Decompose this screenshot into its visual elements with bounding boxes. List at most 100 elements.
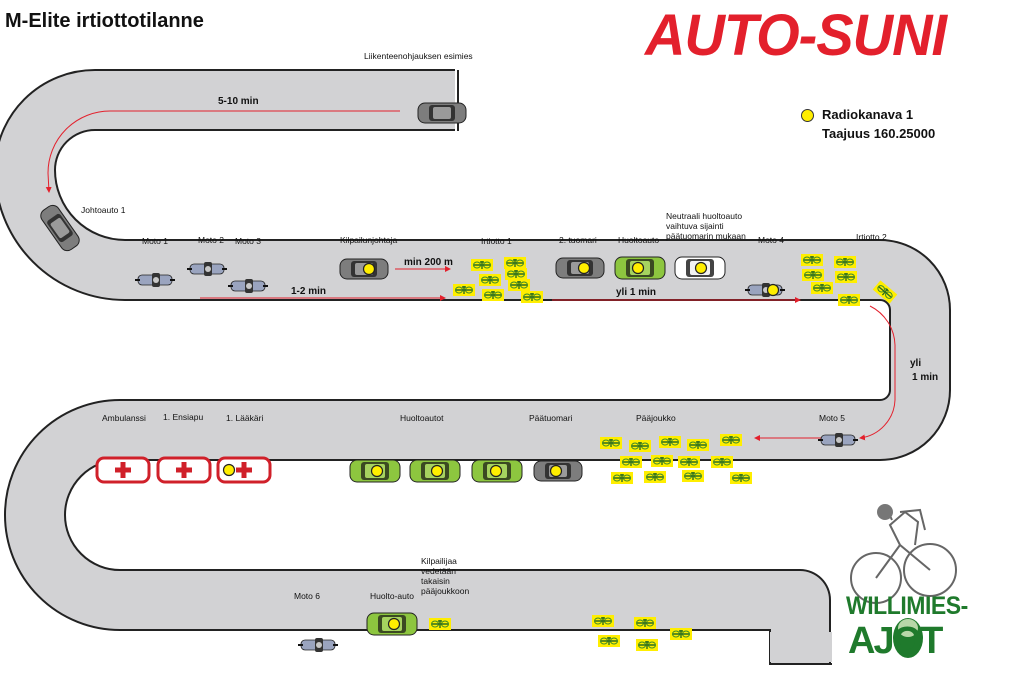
label-moto-1: Moto 1	[142, 236, 168, 246]
cyclist	[507, 278, 531, 292]
cyclist	[681, 469, 705, 483]
label-neutraali-line3: päätuomarin mukaan	[666, 231, 746, 241]
auto-suni-logo: AUTO-SUNI	[645, 1, 947, 68]
label-ambulanssi: Ambulanssi	[102, 413, 146, 423]
label-irtiotto-2: Irtiotto 2	[856, 232, 887, 242]
car-liikenteenohjaus	[417, 102, 467, 124]
distance-1-2-min: 1-2 min	[291, 286, 327, 297]
cyclist	[710, 455, 734, 469]
cyclist	[677, 455, 701, 469]
cyclist	[686, 438, 710, 452]
willimies-logo-face	[893, 618, 923, 658]
label-huoltoautot: Huoltoautot	[400, 413, 444, 423]
willimies-logo-line1: WILLIMIES-	[846, 592, 968, 620]
cyclist	[481, 288, 505, 302]
radio-paatuomari	[549, 464, 563, 478]
radio-kilpailunjohtaja	[362, 262, 376, 276]
cyclist	[658, 435, 682, 449]
cyclist	[669, 627, 693, 641]
moto-2	[186, 261, 228, 277]
cyclist	[810, 281, 834, 295]
label-kilpailunjohtaja: Kilpailunjohtaja	[340, 235, 398, 245]
willimies-logo-line2: AJOT	[848, 620, 943, 662]
label-liikenteenohjaus: Liikenteenohjauksen esimies	[364, 51, 473, 61]
car-1-ensiapu	[156, 456, 212, 484]
cyclist	[504, 267, 528, 281]
moto-3	[227, 278, 269, 294]
label-kilpailijaa-line3: takaisin	[421, 576, 450, 586]
legend-frequency: Taajuus 160.25000	[822, 126, 936, 141]
distance-min-200m: min 200 m	[404, 257, 453, 268]
road-surface	[0, 71, 949, 665]
label-johtoauto: Johtoauto 1	[81, 205, 126, 215]
label-neutraali-line2: vaihtuva sijainti	[666, 221, 724, 231]
radio-huoltoauto-top	[631, 261, 645, 275]
cyclist	[650, 454, 674, 468]
moto-5	[817, 432, 859, 448]
willimies-logo-graphic	[850, 504, 957, 604]
label-kilpailijaa-line4: pääjoukkoon	[421, 586, 470, 596]
label-huolto-auto: Huolto-auto	[370, 591, 414, 601]
cyclist	[470, 258, 494, 272]
cyclist	[800, 253, 824, 267]
label-1-laakari: 1. Lääkäri	[226, 413, 264, 423]
arrow-yli-1-min-curve	[859, 305, 896, 441]
radio-1-laakari	[222, 463, 236, 477]
cyclist	[599, 436, 623, 450]
cyclist	[520, 290, 544, 304]
label-moto-2: Moto 2	[198, 235, 224, 245]
label-moto-4: Moto 4	[758, 235, 784, 245]
arrow-5-10-min-curve	[45, 110, 111, 193]
label-irtiotto-1: Irtiotto 1	[481, 236, 512, 246]
cyclist-returning	[428, 617, 452, 631]
distance-5-10-min: 5-10 min	[218, 96, 259, 107]
label-moto-5: Moto 5	[819, 413, 845, 423]
cyclist	[610, 471, 634, 485]
cyclist	[597, 634, 621, 648]
cyclist	[452, 283, 476, 297]
label-kilpailijaa-line2: vedetään	[421, 566, 456, 576]
label-huoltoauto-top: Huoltoauto	[618, 235, 660, 245]
label-kilpailijaa-line1: Kilpailijaa	[421, 556, 457, 566]
cyclist	[503, 256, 527, 270]
radio-huoltoauto-1	[370, 464, 384, 478]
label-neutraali-line1: Neutraali huoltoauto	[666, 211, 743, 221]
label-moto-6: Moto 6	[294, 591, 320, 601]
ambulance	[95, 456, 151, 484]
cyclist	[633, 616, 657, 630]
radio-moto-4	[766, 283, 780, 297]
label-neutraali: Neutraali huoltoauto vaihtuva sijainti p…	[666, 211, 746, 241]
cyclist	[801, 268, 825, 282]
label-2-tuomari: 2. tuomari	[559, 235, 597, 245]
distance-yli-1-min-curve-2: 1 min	[912, 372, 939, 383]
radio-legend-icon	[801, 109, 814, 122]
cyclist	[619, 455, 643, 469]
label-1-ensiapu: 1. Ensiapu	[163, 412, 204, 422]
label-kilpailijaa: Kilpailijaa vedetään takaisin pääjoukkoo…	[421, 556, 469, 596]
cyclist	[833, 255, 857, 269]
legend-radio-channel: Radiokanava 1	[822, 107, 914, 122]
radio-2-tuomari	[577, 261, 591, 275]
cyclist	[591, 614, 615, 628]
moto-6	[297, 637, 339, 653]
cyclist	[719, 433, 743, 447]
label-paatuomari: Päätuomari	[529, 413, 573, 423]
cyclist	[478, 273, 502, 287]
radio-neutraali	[694, 261, 708, 275]
radio-huoltoauto-2	[430, 464, 444, 478]
label-paajoukko: Pääjoukko	[636, 413, 676, 423]
distance-yli-1-min-curve-1: yli	[910, 358, 922, 369]
distance-yli-1-min: yli 1 min	[616, 287, 657, 298]
cyclist	[635, 638, 659, 652]
cyclist	[729, 471, 753, 485]
cyclist	[643, 470, 667, 484]
page-title: M-Elite irtiottotilanne	[5, 10, 204, 32]
cyclist	[628, 439, 652, 453]
radio-huolto-auto	[387, 617, 401, 631]
cyclist	[837, 293, 861, 307]
label-moto-3: Moto 3	[235, 236, 261, 246]
moto-1	[134, 272, 176, 288]
radio-huoltoauto-3	[489, 464, 503, 478]
cyclist	[834, 270, 858, 284]
